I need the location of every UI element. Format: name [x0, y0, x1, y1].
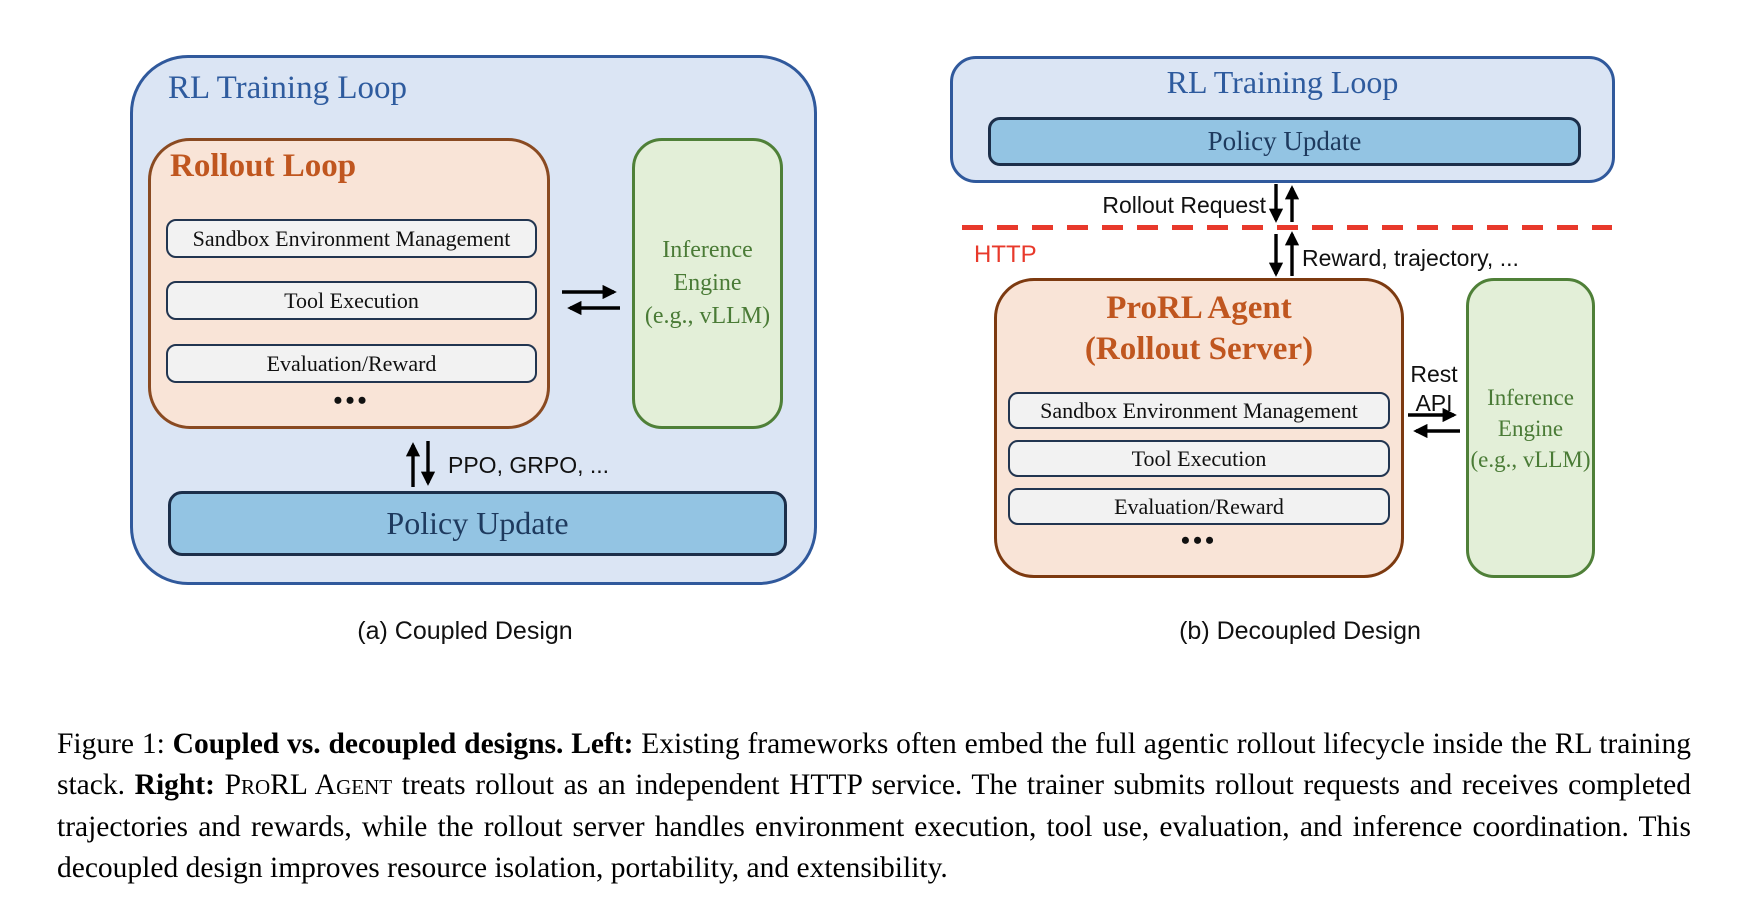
- http-boundary-dashed-line: [962, 225, 1612, 230]
- ellipsis-right: •••: [1180, 526, 1218, 555]
- bidirectional-arrow-rollout-policy: [405, 441, 436, 487]
- caption-figure-number: Figure 1:: [57, 727, 173, 760]
- component-tool-execution-right: Tool Execution: [1008, 440, 1390, 477]
- rl-training-loop-title-right: RL Training Loop: [1166, 64, 1399, 100]
- component-evaluation-reward: Evaluation/Reward: [166, 344, 537, 383]
- rl-training-loop-title-left: RL Training Loop: [168, 70, 407, 106]
- rest-api-label: Rest API: [1402, 360, 1466, 418]
- subcaption-coupled-design: (a) Coupled Design: [357, 617, 573, 645]
- rest-api-line1: Rest: [1410, 361, 1458, 387]
- inference-engine-line2: Engine: [673, 270, 742, 296]
- component-sandbox-environment-management: Sandbox Environment Management: [166, 219, 537, 258]
- algorithms-label: PPO, GRPO, ...: [448, 452, 610, 478]
- inference-engine-right-line2: Engine: [1497, 415, 1564, 441]
- http-label: HTTP: [974, 241, 1037, 268]
- caption-bold-title: Coupled vs. decoupled designs.: [172, 727, 572, 760]
- ellipsis-left: •••: [333, 386, 370, 415]
- caption-bold-right: Right:: [134, 769, 225, 801]
- bidirectional-arrow-rollout-inference-left: [562, 284, 620, 316]
- prorl-agent-title-line1: ProRL Agent: [1106, 290, 1292, 326]
- rollout-request-label: Rollout Request: [1102, 192, 1266, 218]
- prorl-agent-title: ProRL Agent (Rollout Server): [994, 288, 1404, 370]
- caption-left-text: Existing frameworks often embed the full…: [57, 727, 1691, 802]
- caption-prorl-agent-name: ProRL Agent: [224, 769, 393, 801]
- inference-engine-box-right: Inference Engine (e.g., vLLM): [1466, 278, 1595, 578]
- inference-engine-right-line3: (e.g., vLLM): [1470, 446, 1591, 472]
- prorl-agent-title-line2: (Rollout Server): [1084, 331, 1314, 367]
- inference-engine-line1: Inference: [662, 237, 753, 263]
- figure-caption: Figure 1: Coupled vs. decoupled designs.…: [57, 724, 1691, 890]
- component-tool-execution: Tool Execution: [166, 281, 537, 320]
- subcaption-decoupled-design: (b) Decoupled Design: [1179, 617, 1421, 645]
- inference-engine-box-left: Inference Engine (e.g., vLLM): [632, 138, 783, 429]
- rollout-loop-title: Rollout Loop: [170, 148, 357, 184]
- component-evaluation-reward-right: Evaluation/Reward: [1008, 488, 1390, 525]
- policy-update-box-left: Policy Update: [168, 491, 787, 556]
- component-sandbox-environment-management-right: Sandbox Environment Management: [1008, 392, 1390, 429]
- inference-engine-right-line1: Inference: [1487, 384, 1574, 410]
- reward-trajectory-label: Reward, trajectory, ...: [1302, 245, 1519, 271]
- bidirectional-arrow-agent-inference-right: [1408, 407, 1460, 439]
- caption-right-text: treats rollout as an independent HTTP se…: [57, 769, 1691, 884]
- rollout-request-response-arrows: [1268, 184, 1300, 277]
- inference-engine-line3: (e.g., vLLM): [644, 303, 771, 329]
- policy-update-box-right: Policy Update: [988, 117, 1581, 166]
- caption-bold-left: Left:: [571, 727, 642, 760]
